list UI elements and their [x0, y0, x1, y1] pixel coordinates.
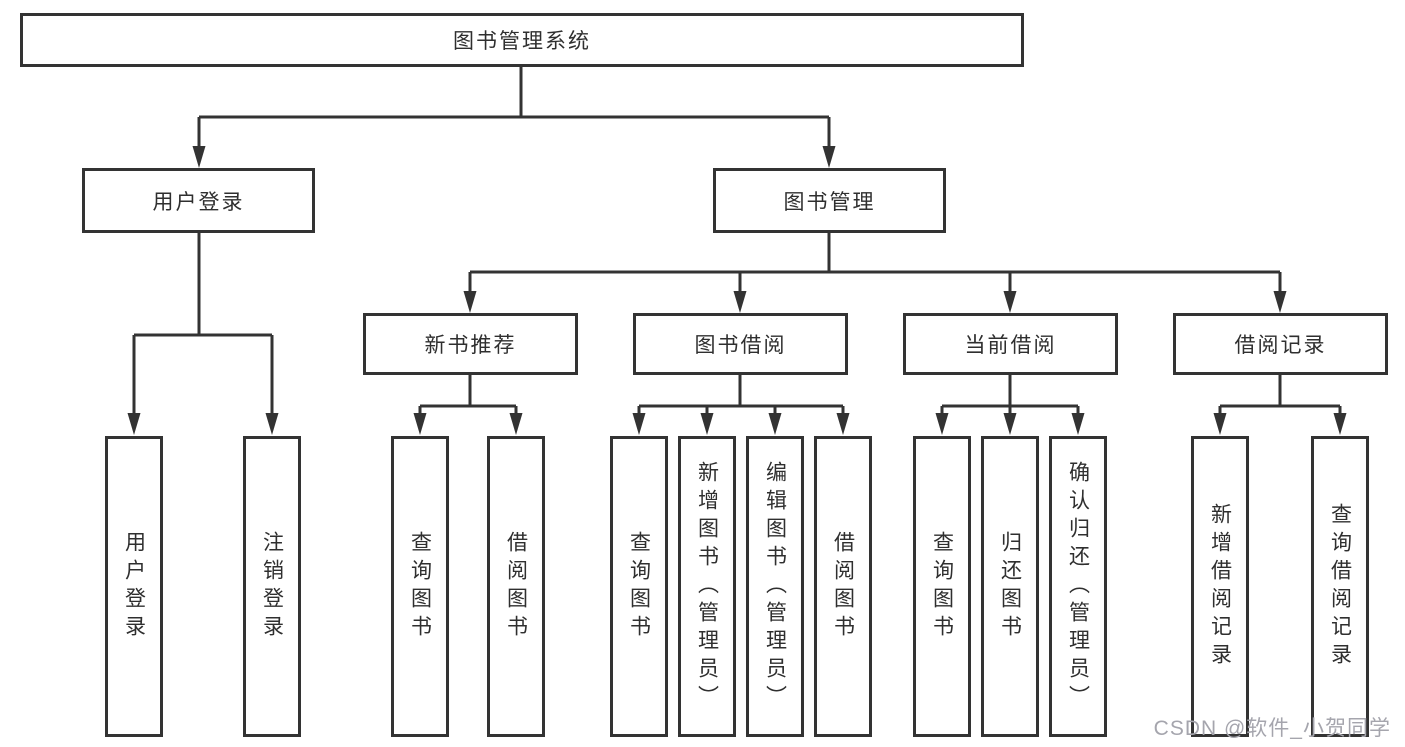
leaf-borrow-query-books: 查询图书 [610, 436, 668, 737]
leaf-query-borrow-record: 查询借阅记录 [1311, 436, 1369, 737]
node-root-system: 图书管理系统 [20, 13, 1024, 67]
node-book-borrow-label: 图书借阅 [694, 334, 787, 357]
leaf-borrow-query-books-label: 查询图书 [627, 530, 651, 643]
leaf-add-books-admin: 新增图书（管理员） [678, 436, 736, 737]
leaf-borrow-books: 借阅图书 [814, 436, 872, 737]
leaf-edit-books-admin: 编辑图书（管理员） [746, 436, 804, 737]
leaf-recommend-query-books: 查询图书 [391, 436, 449, 737]
leaf-logout-label: 注销登录 [260, 530, 284, 643]
leaf-user-login: 用户登录 [105, 436, 163, 737]
leaf-confirm-return-admin-label: 确认归还（管理员） [1066, 460, 1090, 713]
leaf-add-borrow-record: 新增借阅记录 [1191, 436, 1249, 737]
leaf-edit-books-admin-label: 编辑图书（管理员） [763, 460, 787, 713]
node-new-book-recommend: 新书推荐 [363, 313, 578, 375]
node-book-management: 图书管理 [713, 168, 946, 233]
leaf-return-books: 归还图书 [981, 436, 1039, 737]
leaf-user-login-label: 用户登录 [122, 530, 146, 643]
node-root-label: 图书管理系统 [453, 30, 591, 53]
leaf-add-books-admin-label: 新增图书（管理员） [695, 460, 719, 713]
node-new-book-recommend-label: 新书推荐 [424, 334, 517, 357]
leaf-confirm-return-admin: 确认归还（管理员） [1049, 436, 1107, 737]
leaf-current-query-books: 查询图书 [913, 436, 971, 737]
leaf-current-query-books-label: 查询图书 [930, 530, 954, 643]
node-borrow-records: 借阅记录 [1173, 313, 1388, 375]
leaf-add-borrow-record-label: 新增借阅记录 [1208, 502, 1232, 671]
node-borrow-records-label: 借阅记录 [1234, 334, 1327, 357]
node-current-borrow-label: 当前借阅 [964, 334, 1057, 357]
node-user-login: 用户登录 [82, 168, 315, 233]
leaf-borrow-books-label: 借阅图书 [831, 530, 855, 643]
node-book-management-label: 图书管理 [783, 190, 876, 214]
csdn-watermark: CSDN @软件_小贺同学 [1153, 717, 1391, 740]
leaf-logout: 注销登录 [243, 436, 301, 737]
leaf-return-books-label: 归还图书 [998, 530, 1022, 643]
node-user-login-label: 用户登录 [152, 190, 245, 214]
leaf-recommend-borrow-books-label: 借阅图书 [504, 530, 528, 643]
leaf-query-borrow-record-label: 查询借阅记录 [1328, 502, 1352, 671]
leaf-recommend-query-books-label: 查询图书 [408, 530, 432, 643]
node-book-borrow: 图书借阅 [633, 313, 848, 375]
node-current-borrow: 当前借阅 [903, 313, 1118, 375]
leaf-recommend-borrow-books: 借阅图书 [487, 436, 545, 737]
